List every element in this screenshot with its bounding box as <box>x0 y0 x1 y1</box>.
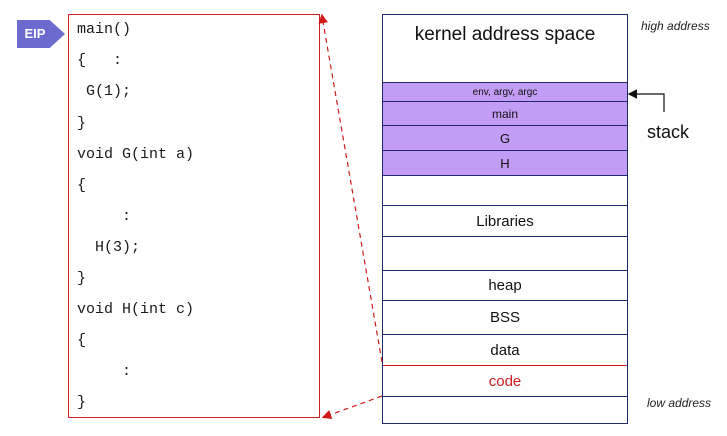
divider <box>383 334 627 335</box>
divider <box>383 300 627 301</box>
code-line: : <box>77 208 132 225</box>
divider <box>383 365 627 366</box>
code-line: void G(int a) <box>77 146 195 163</box>
code-listing: main() { : G(1); } void G(int a) { : H(3… <box>68 14 320 418</box>
divider <box>383 125 627 126</box>
high-address-label: high address <box>641 19 710 33</box>
kernel-region: kernel address space <box>414 24 596 45</box>
bss-region: BSS <box>489 308 520 326</box>
code-region: code <box>488 372 522 390</box>
code-line: H(3); <box>77 239 141 256</box>
code-line: { <box>77 332 87 349</box>
divider <box>383 175 627 176</box>
divider <box>383 150 627 151</box>
code-map-upper-line <box>318 13 383 363</box>
code-line: main() <box>77 21 132 38</box>
code-line: { : <box>77 52 123 69</box>
code-line: : <box>77 363 132 380</box>
libraries-region: Libraries <box>476 212 534 230</box>
divider <box>383 236 627 237</box>
code-line: } <box>77 394 87 411</box>
code-line: G(1); <box>77 83 132 100</box>
divider <box>383 82 627 83</box>
divider <box>383 270 627 271</box>
stack-frame-h: H <box>383 151 627 175</box>
data-region: data <box>490 341 520 359</box>
stack-pointer-arrow-icon <box>627 89 665 112</box>
code-line: void H(int c) <box>77 301 195 318</box>
eip-label: EIP <box>24 26 46 41</box>
divider <box>383 205 627 206</box>
stack-frame-env: env, argv, argc <box>383 83 627 102</box>
heap-region: heap <box>488 277 522 294</box>
low-address-label: low address <box>647 396 712 410</box>
code-line: } <box>77 270 87 287</box>
stack-label: stack <box>647 122 690 142</box>
stack-frame-main: main <box>383 102 627 126</box>
divider <box>383 101 627 102</box>
code-line: } <box>77 115 87 132</box>
stack-frame-g: G <box>383 126 627 151</box>
code-map-lower-line <box>321 395 383 420</box>
code-line: { <box>77 177 87 194</box>
memory-layout: kernel address space env, argv, argc mai… <box>382 14 628 424</box>
divider <box>383 396 627 397</box>
